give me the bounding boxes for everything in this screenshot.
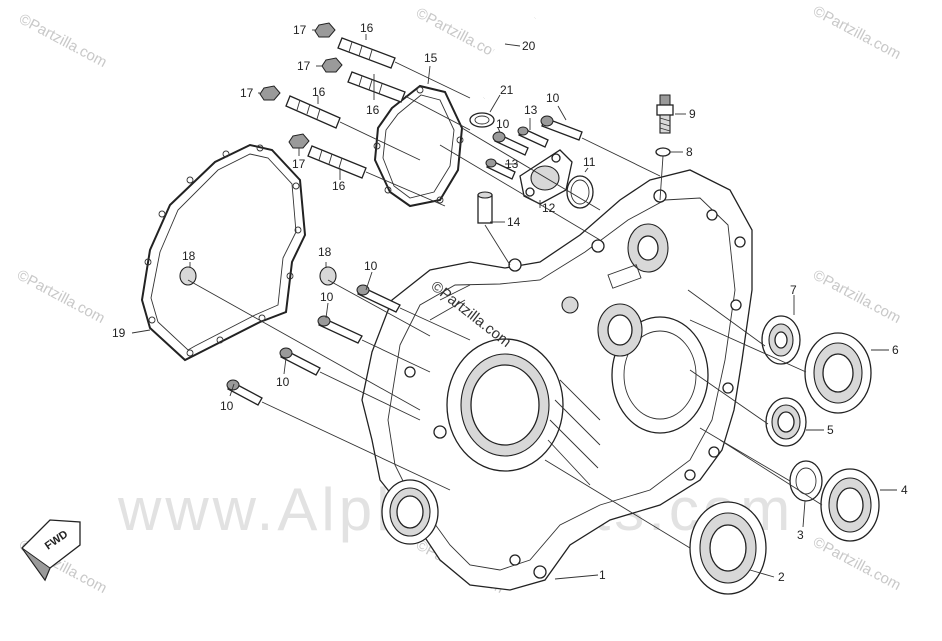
bearing-4 [820,468,880,542]
bolt-10-group [226,115,583,406]
stud-bolt-16-b [347,71,406,103]
nut-17-group [259,22,343,149]
callout-10-top: 10 [546,91,560,105]
callout-5: 5 [827,423,834,437]
bearing-2 [689,501,767,595]
gasket-19 [140,143,307,362]
callout-8: 8 [686,145,693,159]
callout-4: 4 [901,483,908,497]
callout-13-top: 13 [524,103,538,117]
crankcase-half-1: ©Partzilla.com [361,169,753,591]
callout-17-d: 17 [292,157,306,171]
callout-9: 9 [689,107,696,121]
callout-leaders [131,29,897,580]
watermark-mid-left: ©Partzilla.com [14,267,108,328]
callout-10-mid-b: 10 [320,290,334,304]
callout-10-mid-a: 10 [364,259,378,273]
pipe-14 [477,191,493,224]
callout-17-c: 17 [240,86,254,100]
bolt-13-group [485,126,549,180]
assembly-leader-lines [187,61,823,549]
callout-10-upper: 10 [496,117,510,131]
washer-8 [655,147,671,157]
callout-10-low-b: 10 [220,399,234,413]
dowel-pin-18 [179,266,337,286]
bearing-6 [804,332,872,414]
forward-direction-marker: FWD [21,519,81,582]
watermark-top-right: ©Partzilla.com [810,3,904,64]
callout-16-c: 16 [312,85,326,99]
callout-13-lower: 13 [505,157,519,171]
callout-18-left: 18 [182,249,196,263]
callout-1: 1 [599,568,606,582]
callout-20: 20 [522,39,536,53]
oil-seal-7 [761,315,801,365]
callout-16-a: 16 [360,21,374,35]
callout-17-a: 17 [293,23,307,37]
bearing-5 [765,397,807,447]
o-ring-11 [566,175,594,209]
stud-bolt-16-a [337,37,396,69]
stud-bolt-16-c [285,95,341,129]
callout-11: 11 [583,155,596,169]
callout-labels: 1 2 3 4 5 6 7 8 9 10 10 10 10 10 10 11 1… [112,21,908,584]
callout-12: 12 [542,201,556,215]
callout-15: 15 [424,51,438,65]
gasket-15 [373,84,464,208]
stud-bolt-16-d [307,145,367,179]
callout-16-b: 16 [366,103,380,117]
hose-20 [478,13,539,100]
callout-19: 19 [112,326,126,340]
callout-2: 2 [778,570,785,584]
callout-10-low-a: 10 [276,375,290,389]
callout-7: 7 [790,283,797,297]
sensor-switch-9 [656,94,674,134]
watermark-mid-right: ©Partzilla.com [810,267,904,328]
callout-14: 14 [507,215,521,229]
callout-16-d: 16 [332,179,346,193]
watermark-top-left: ©Partzilla.com [16,11,110,72]
callout-18-right: 18 [318,245,332,259]
callout-3: 3 [797,528,804,542]
callout-21: 21 [500,83,514,97]
callout-6: 6 [892,343,899,357]
cover-12 [519,149,573,205]
clamp-21 [469,112,495,128]
callout-17-b: 17 [297,59,311,73]
watermark-bottom-right: ©Partzilla.com [810,534,904,595]
